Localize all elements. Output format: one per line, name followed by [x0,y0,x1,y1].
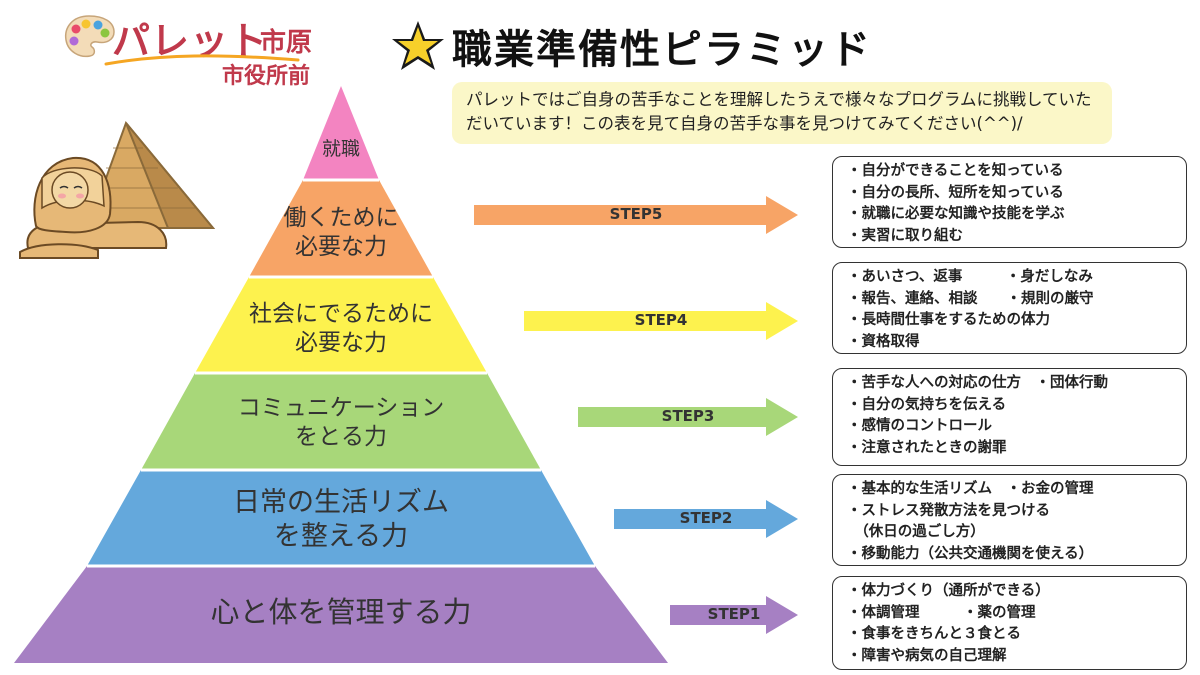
step1-arrow: STEP1 [670,596,798,634]
tier-6-line-1: 心と体を管理する力 [210,595,472,629]
step5-item: ・実習に取り組む [847,227,963,244]
step1-label: STEP1 [707,605,761,623]
step4-item: ・報告、連絡、相談 ・規則の厳守 [847,290,1094,307]
tier-5-label: 日常の生活リズム を整える力 [160,486,522,554]
tier-3-shape [195,277,487,373]
tier-6-label: 心と体を管理する力 [120,594,562,630]
pyramid-diagram [14,86,668,663]
tier-5-line-2: を整える力 [273,520,409,552]
step2-item: ・移動能力（公共交通機関を使える） [847,545,1094,562]
step3-item: ・苦手な人への対応の仕方 ・団体行動 [847,375,1108,391]
tier-2-shape [249,180,433,277]
tier-3-label: 社会にでるために 必要な力 [220,300,462,358]
step3-arrow: STEP3 [578,398,798,436]
step3-item: ・注意されたときの謝罪 [847,439,1007,456]
step2-item: ・基本的な生活リズム ・お金の管理 [847,481,1094,497]
step4-arrow: STEP4 [524,302,798,340]
logo-swoosh [104,54,300,66]
step4-arrow-shape [524,302,798,340]
step5-item: ・就職に必要な知識や技能を学ぶ [847,206,1065,222]
step5-item: ・自分ができることを知っている [847,163,1064,179]
tier-6-shape [14,566,668,663]
step1-arrow-shape [670,596,798,634]
tier-5-shape [87,470,595,566]
step5-box: ・自分ができることを知っている ・自分の長所、短所を知っている ・就職に必要な知… [832,156,1187,248]
step3-item: ・自分の気持ちを伝える [847,396,1007,413]
step4-item: ・あいさつ、返事 ・身だしなみ [847,269,1093,285]
palette-icon [64,15,115,58]
tier-3-line-2: 必要な力 [295,329,387,356]
tier-4-label: コミュニケーション をとる力 [190,394,492,452]
tier-3-line-1: 社会にでるために [249,301,433,327]
step2-item: （休日の過ごし方） [847,524,985,540]
tier-4-shape [141,373,541,470]
brand-city: 市原 [260,28,313,58]
step4-box: ・あいさつ、返事 ・身だしなみ ・報告、連絡、相談 ・規則の厳守 ・長時間仕事を… [832,262,1187,354]
step4-item: ・資格取得 [847,333,920,350]
step2-label: STEP2 [679,509,733,527]
intro-note: パレットではご自身の苦手なことを理解したうえで様々なプログラムに挑戦していただい… [452,82,1112,144]
step4-item: ・長時間仕事をするための体力 [847,312,1050,328]
step3-item: ・感情のコントロール [847,418,992,434]
step2-box: ・基本的な生活リズム ・お金の管理 ・ストレス発散方法を見つける （休日の過ごし… [832,474,1187,566]
tier-2-line-2: 必要な力 [295,233,387,260]
page-title: 職業準備性ピラミッド [390,16,872,76]
title-text: 職業準備性ピラミッド [452,27,872,73]
tier-5-line-1: 日常の生活リズム [233,487,449,518]
logo: パレット 市原 市役所前 [62,10,342,89]
sphinx-pyramid-illustration [19,121,216,259]
step1-item: ・障害や病気の自己理解 [847,647,1007,664]
step1-item: ・体調管理 ・薬の管理 [847,604,1036,621]
step5-item: ・自分の長所、短所を知っている [847,184,1064,201]
tier-1-line-1: 就職 [321,138,360,160]
step3-box: ・苦手な人への対応の仕方 ・団体行動 ・自分の気持ちを伝える ・感情のコントロー… [832,368,1187,466]
step2-item: ・ストレス発散方法を見つける [847,502,1050,519]
step3-label: STEP3 [661,407,715,425]
tier-2-line-1: 働くために [283,205,399,231]
step1-item: ・体力づくり（通所ができる） [847,583,1050,599]
tier-4-line-2: をとる力 [295,423,387,450]
tier-1-label: 就職 [280,138,402,162]
step4-label: STEP4 [634,311,688,329]
step1-box: ・体力づくり（通所ができる） ・体調管理 ・薬の管理 ・食事をきちんと３食とる … [832,576,1187,670]
step3-arrow-shape [578,398,798,436]
step1-item: ・食事をきちんと３食とる [847,626,1021,642]
tier-1-shape [303,86,379,180]
step5-label: STEP5 [609,205,663,223]
brand-branch: 市役所前 [222,64,311,89]
step2-arrow-shape [614,500,798,538]
star-icon [392,21,444,70]
tier-2-label: 働くために 必要な力 [260,204,422,262]
step2-arrow: STEP2 [614,500,798,538]
step5-arrow-shape [474,196,798,234]
step5-arrow: STEP5 [474,196,798,234]
tier-4-line-1: コミュニケーション [237,395,445,421]
